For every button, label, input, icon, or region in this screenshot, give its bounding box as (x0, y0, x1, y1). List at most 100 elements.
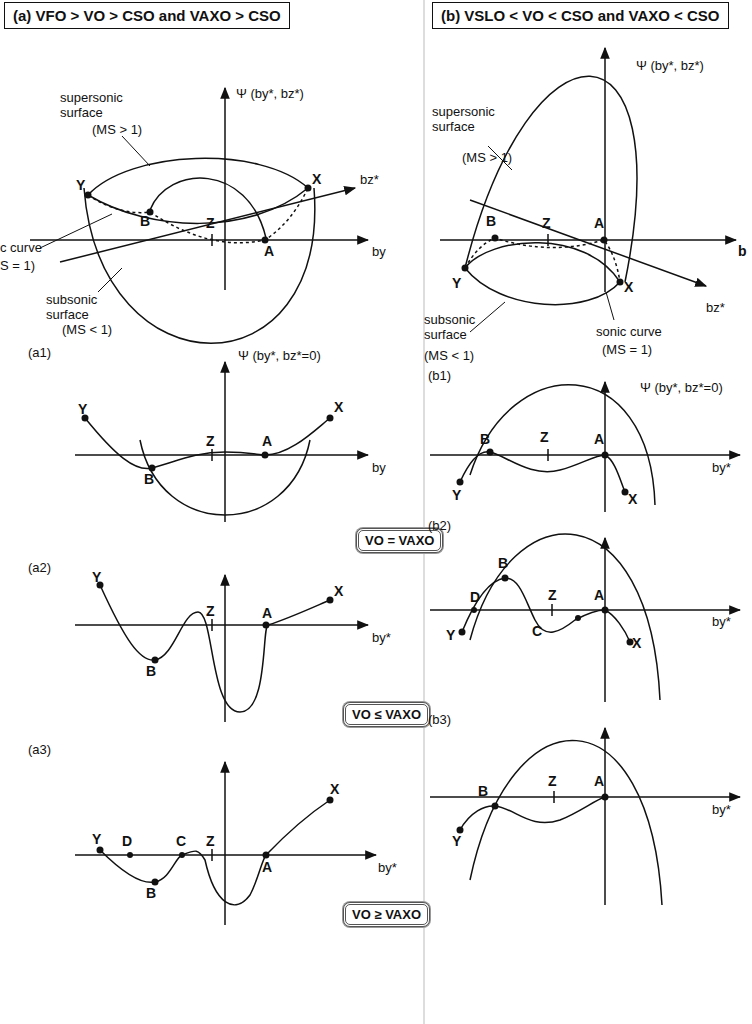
point-letter: B (146, 664, 156, 679)
plot-label: Ψ (by*, bz*=0) (238, 348, 321, 363)
tick (211, 849, 213, 861)
point-letter: Y (92, 570, 101, 585)
point (263, 852, 270, 859)
plot-label: (b1) (428, 368, 451, 383)
point (85, 192, 92, 199)
plot-label: bz* (360, 172, 379, 187)
point (462, 265, 469, 272)
panel-heading-box: (a) VFO > VO > CSO and VAXO > CSO (4, 2, 290, 29)
point-letter: b (738, 244, 747, 259)
surface-edge (465, 243, 620, 282)
point-letter: A (262, 434, 272, 449)
section-curve (460, 797, 605, 830)
box-text: (b) VSLO < VO < CSO and VAXO < CSO (441, 7, 720, 24)
point-letter: A (262, 860, 272, 875)
point-letter: Y (452, 834, 461, 849)
plot-label: c curve (0, 240, 42, 255)
section-curve (100, 585, 330, 712)
point (327, 597, 334, 604)
point-letter: B (140, 214, 150, 229)
point (149, 465, 156, 472)
point-letter: D (122, 834, 132, 849)
point-letter: A (262, 606, 272, 621)
point (602, 794, 609, 801)
plot-label: by* (378, 860, 397, 875)
tick (547, 234, 549, 246)
point-letter: Y (92, 832, 101, 847)
point-letter: B (486, 214, 496, 229)
plot-label: (a3) (28, 742, 51, 757)
box-text: VO ≤ VAXO (352, 707, 421, 722)
point-letter: Y (452, 488, 461, 503)
point (127, 852, 133, 858)
point-letter: A (594, 216, 604, 231)
leader (122, 136, 150, 166)
plot-label: (MS < 1) (62, 322, 112, 337)
point-letter: Z (206, 216, 215, 231)
plot-label: (b2) (428, 518, 451, 533)
point (575, 615, 581, 621)
condition-box: VO ≥ VAXO (343, 902, 430, 927)
box-text: VO = VAXO (365, 533, 434, 548)
leader (606, 292, 614, 320)
plot-label: subsonic surface (424, 312, 506, 342)
plot-label: (a2) (28, 560, 51, 575)
plot-label: supersonic surface (60, 90, 142, 120)
sonic-curve (88, 188, 308, 243)
point-letter: X (334, 584, 343, 599)
plot-label: by (372, 244, 386, 259)
point (617, 279, 624, 286)
by-axis (30, 239, 368, 241)
point-letter: Z (542, 216, 551, 231)
point-letter: B (144, 472, 154, 487)
point-letter: X (624, 280, 633, 295)
point-letter: C (532, 624, 542, 639)
psi-axis (604, 538, 606, 702)
point-letter: Z (548, 774, 557, 789)
leader (40, 214, 112, 248)
panel-heading-box: (b) VSLO < VO < CSO and VAXO < CSO (432, 2, 729, 29)
plot-label: by* (372, 630, 391, 645)
point-letter: C (176, 834, 186, 849)
point-letter: X (632, 636, 641, 651)
leader (98, 268, 122, 292)
point (457, 479, 464, 486)
supersonic-surface (88, 158, 308, 195)
sonic-curve (465, 238, 620, 282)
panel-divider (424, 0, 425, 1024)
dome-curve (470, 385, 655, 505)
point (262, 237, 269, 244)
plot-label: (MS > 1) (92, 122, 142, 137)
point (97, 847, 104, 854)
psi-axis (224, 362, 226, 522)
box-text: VO ≥ VAXO (352, 907, 421, 922)
plot-label: Ψ (by*, bz*) (236, 86, 304, 101)
point (622, 489, 629, 496)
psi-axis (604, 382, 606, 512)
plot-label: subsonic surface (46, 292, 128, 322)
tick (211, 234, 213, 246)
point (471, 607, 477, 613)
dome-curve (470, 740, 662, 905)
psi-axis (224, 88, 226, 290)
point (152, 657, 159, 664)
point (487, 449, 494, 456)
section-curve (85, 418, 330, 469)
point (492, 235, 499, 242)
box-text: (a) VFO > VO > CSO and VAXO > CSO (13, 7, 281, 24)
point-letter: B (480, 432, 490, 447)
point-letter: Y (78, 402, 87, 417)
condition-box: VO ≤ VAXO (343, 702, 430, 727)
tick (547, 449, 549, 461)
plot-label: bz* (706, 300, 725, 315)
plot-label: by (372, 460, 386, 475)
plot-label: by* (712, 460, 731, 475)
section-curve (140, 440, 310, 515)
surface-edge (465, 268, 620, 305)
by-axis (430, 796, 740, 798)
plot-label: by* (712, 614, 731, 629)
point-letter: D (470, 590, 480, 605)
plot-label: (MS = 1) (602, 342, 652, 357)
plot-label: Ψ (by*, bz*=0) (640, 380, 723, 395)
